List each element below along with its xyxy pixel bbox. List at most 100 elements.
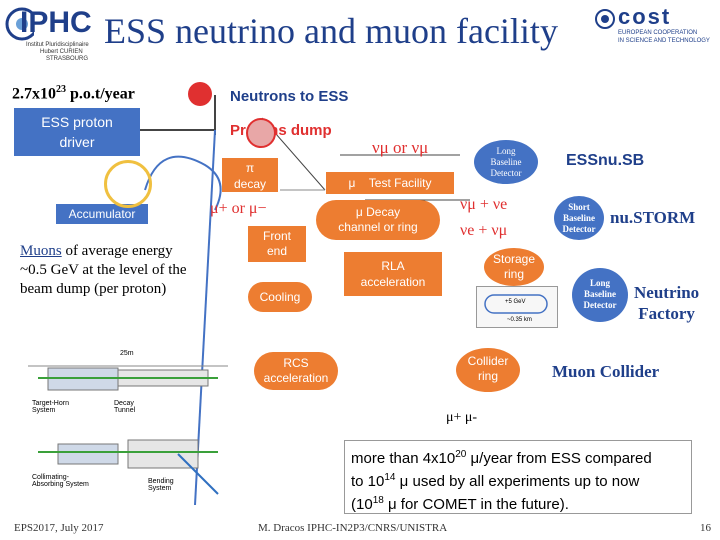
bottom-l1b: μ/year from ESS compared [466, 450, 652, 467]
schematic-collimating: Collimating-Absorbing System [32, 474, 89, 488]
schematic-bending: Bending System [148, 478, 174, 492]
bottom-l1a: more than 4x10 [351, 450, 456, 467]
bottom-l3b: μ for COMET in the future). [383, 496, 569, 513]
muons-line1: Muons of average energy [20, 242, 187, 261]
ess-proton-driver-box: ESS proton driver [14, 108, 140, 156]
schematic-25m: 25m [120, 350, 134, 357]
mu-pm-label: μ+ or μ− [210, 200, 267, 217]
mu-test-label: Test Facility [368, 176, 432, 190]
storage-ring-line2: ring [503, 267, 524, 281]
iphc-logo: IPHC Institut Pluridisciplinaire Hubert … [4, 2, 106, 64]
mu-test-facility-box: μ Test Facility [326, 172, 454, 194]
sbd-line3: Detector [562, 224, 596, 234]
mu-pair-label: μ+ μ- [446, 410, 478, 425]
bottom-line1: more than 4x1020 μ/year from ESS compare… [351, 445, 685, 468]
storage-ring-box: Storage ring [484, 248, 544, 286]
footer-center: M. Dracos IPHC-IN2P3/CNRS/UNISTRA [258, 522, 448, 534]
nu-combo-2: νe + νμ [460, 222, 508, 239]
beamline-schematic-drawing [28, 365, 228, 495]
nf-line2: Factory [638, 304, 695, 323]
muon-collider-label: Muon Collider [552, 362, 660, 381]
bottom-l1exp: 20 [455, 449, 467, 460]
footer-left: EPS2017, July 2017 [14, 522, 104, 534]
slide-title: ESS neutrino and muon facility [104, 11, 558, 51]
inset-label-c: ~0.35 km [507, 317, 532, 323]
red-dot [188, 82, 212, 106]
rla-line2: acceleration [360, 275, 426, 289]
cooling-box: Cooling [248, 282, 312, 312]
accumulator-box: Accumulator [56, 204, 148, 224]
cost-logo-text: cost [618, 4, 672, 29]
mu-test-symbol: μ [348, 176, 356, 190]
storage-ring-inset: +5 GeV ~0.35 km [476, 286, 558, 328]
dump-target [246, 118, 276, 148]
lbd1-line2: Baseline [490, 157, 522, 167]
front-end-line2: end [266, 244, 288, 258]
iphc-logo-sub3: STRASBOURG [46, 56, 89, 62]
sbd-line2: Baseline [562, 213, 595, 223]
bottom-l2a: to 10 [351, 473, 385, 490]
muons-word: Muons [20, 243, 62, 259]
nustorm-label: nu.STORM [610, 208, 696, 227]
intensity-prefix: 2.7x10 [12, 85, 56, 103]
bottom-l3a: (10 [351, 496, 373, 513]
lbd1-line1: Long [496, 146, 516, 156]
pi-decay-line1: π [245, 161, 255, 175]
schematic-target: Target-Horn System [32, 400, 69, 414]
iphc-logo-sub2: Hubert CURIEN [40, 49, 83, 55]
intensity-text: 2.7x1023 p.o.t/year [12, 84, 135, 103]
nf-line1: Neutrino [634, 283, 700, 302]
collider-ring-box: Collider ring [456, 348, 520, 392]
cost-logo-sub1: EUROPEAN COOPERATION [618, 30, 698, 36]
cost-logo-mark [595, 9, 615, 29]
schematic-decay: Decay Tunnel [114, 400, 136, 414]
mu-decay-line2: channel or ring [338, 220, 418, 234]
bottom-line3: (1018 μ for COMET in the future). [351, 491, 685, 514]
bottom-info-box: more than 4x1020 μ/year from ESS compare… [344, 440, 692, 514]
front-end-line1: Front [262, 229, 291, 243]
inset-label-b: +5 GeV [505, 299, 526, 305]
neutrino-factory-label: Neutrino Factory [634, 282, 699, 324]
muons-line3: beam dump (per proton) [20, 281, 167, 297]
mu-decay-channel-box: μ Decay channel or ring [316, 200, 440, 240]
nu-mu-label: νμ or νμ [372, 138, 429, 157]
pi-decay-line2: decay [233, 177, 267, 191]
neutrons-label: Neutrons to ESS [230, 88, 349, 105]
bottom-l2exp: 14 [384, 472, 396, 483]
rcs-line1: RCS [283, 356, 309, 370]
intensity-suffix: p.o.t/year [66, 85, 135, 103]
bottom-l3exp: 18 [372, 495, 384, 506]
lbd1-line3: Detector [490, 168, 522, 178]
iphc-logo-text: IPHC [20, 6, 92, 39]
cost-logo-sub2: IN SCIENCE AND TECHNOLOGY [618, 38, 710, 44]
intensity-exponent: 23 [56, 84, 66, 95]
muons-description: Muons of average energy ~0.5 GeV at the … [20, 242, 187, 299]
iphc-logo-mark [5, 7, 34, 41]
rla-line1: RLA [381, 259, 405, 273]
collider-ring-line2: ring [477, 369, 498, 383]
sbd-line1: Short [568, 202, 590, 212]
pi-decay-box: π decay [222, 158, 278, 192]
cost-logo: cost EUROPEAN COOPERATION IN SCIENCE AND… [594, 4, 718, 48]
beamline-schematic: 25m Target-Horn System Decay Tunnel Coll… [28, 344, 228, 512]
rcs-line2: acceleration [263, 371, 329, 385]
bottom-l2b: μ used by all experiments up to now [395, 473, 640, 490]
rcs-acceleration-box: RCS acceleration [254, 352, 338, 390]
rla-acceleration-box: RLA acceleration [344, 252, 442, 296]
muons-line1-rest: of average energy [61, 243, 173, 259]
storage-ring-line1: Storage [492, 252, 536, 266]
front-end-box: Front end [248, 226, 306, 262]
ess-proton-driver-line2: driver [59, 134, 95, 150]
page-number: 16 [700, 522, 711, 534]
mu-decay-line1: μ Decay [355, 205, 401, 219]
accumulator-ring [104, 160, 152, 208]
lbd2-line2: Baseline [583, 289, 616, 299]
storage-ring-inset-drawing [484, 294, 548, 314]
lbd2-line1: Long [589, 278, 610, 288]
bottom-line2: to 1014 μ used by all experiments up to … [351, 468, 685, 491]
long-baseline-detector-1: Long Baseline Detector [474, 140, 538, 184]
essnusb-label: ESSnu.SB [566, 152, 645, 169]
muons-line2: ~0.5 GeV at the level of the [20, 262, 187, 278]
nu-combo-1: νμ + νe [460, 196, 508, 213]
iphc-logo-sub1: Institut Pluridisciplinaire [26, 42, 89, 48]
